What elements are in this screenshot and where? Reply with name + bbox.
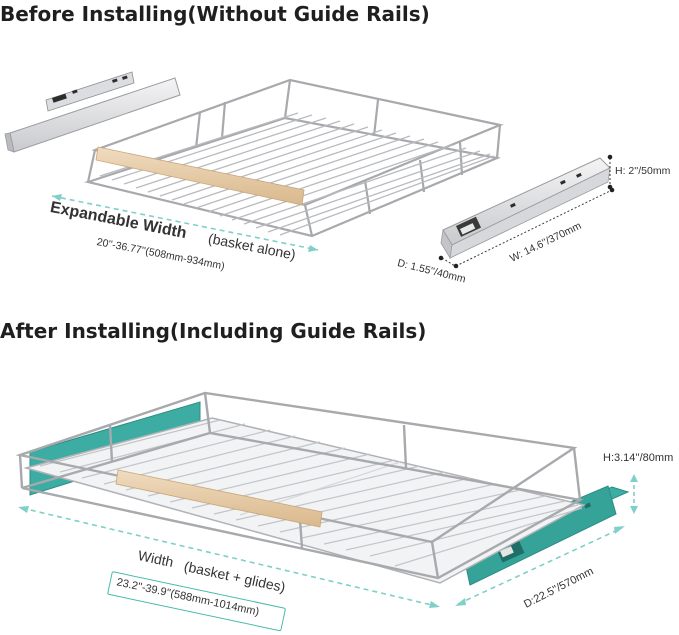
rail-height-label: H: 2''/50mm	[615, 165, 671, 177]
left-guide-rail	[4, 71, 181, 153]
wooden-handle-bottom	[115, 469, 323, 528]
height-dimension-line	[630, 474, 638, 514]
expandable-width-arrow	[51, 194, 319, 252]
height-label: H:3.14''/80mm	[603, 452, 674, 464]
right-slide-rail	[440, 157, 611, 260]
before-installing-heading: Before Installing(Without Guide Rails)	[0, 2, 430, 26]
depth-dimension-line	[455, 526, 625, 606]
basket-with-glides	[23, 401, 630, 586]
wooden-handle-top	[95, 146, 305, 206]
after-installing-heading: After Installing(Including Guide Rails)	[0, 319, 427, 343]
width-dimension-line	[18, 506, 440, 608]
rail-dimension-lines	[441, 158, 613, 267]
